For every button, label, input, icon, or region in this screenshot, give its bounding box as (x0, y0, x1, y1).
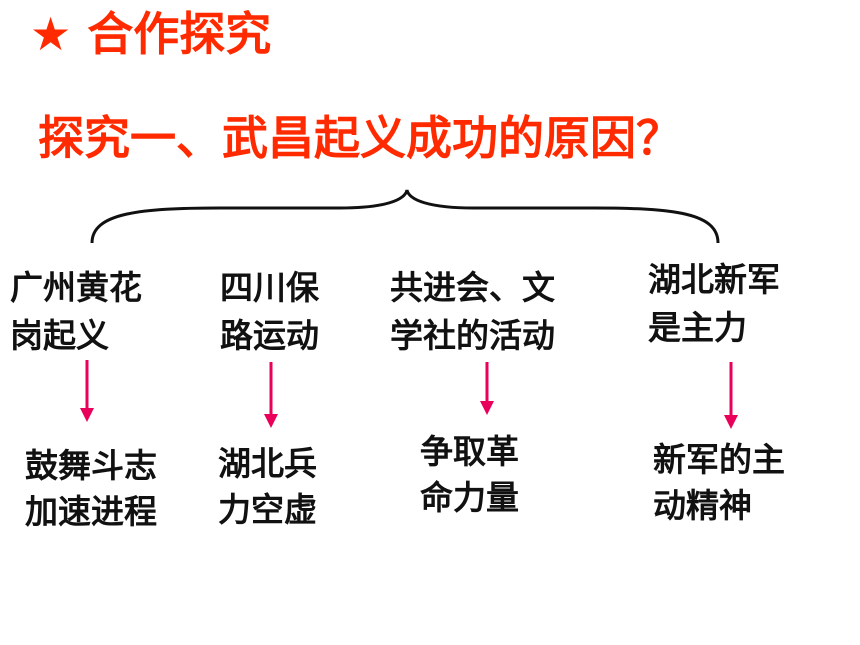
arrow-3 (480, 362, 494, 415)
cause-2-line2: 路运动 (220, 316, 319, 355)
cause-4-line1: 湖北新军 (648, 260, 780, 299)
question-heading: 探究一、武昌起义成功的原因？ (38, 111, 682, 165)
cause-3-line1: 共进会、文 (390, 268, 555, 307)
cause-2-line1: 四川保 (220, 268, 319, 307)
slide-title: ★ 合作探究 (30, 7, 272, 61)
cause-3-line2: 学社的活动 (390, 316, 555, 355)
curly-brace (90, 189, 720, 244)
arrow-2 (264, 362, 278, 428)
cause-1-line2: 岗起义 (10, 316, 109, 355)
result-4-line1: 新军的主 (653, 440, 785, 479)
result-4-line2: 动精神 (653, 486, 752, 525)
arrow-1 (80, 360, 94, 422)
result-2-line1: 湖北兵 (218, 444, 317, 483)
result-1-line2: 加速进程 (25, 492, 157, 531)
result-1-line1: 鼓舞斗志 (25, 446, 157, 485)
cause-4-line2: 是主力 (648, 308, 747, 347)
result-3-line2: 命力量 (420, 478, 519, 517)
cause-1-line1: 广州黄花 (10, 268, 142, 307)
arrow-4 (724, 362, 738, 429)
result-2-line2: 力空虚 (218, 490, 317, 529)
result-3-line1: 争取革 (420, 432, 519, 471)
